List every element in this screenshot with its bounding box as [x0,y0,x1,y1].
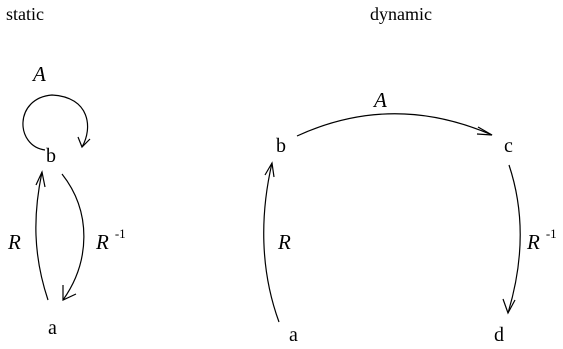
dynamic-edge-c-to-d-label-base: R [526,230,540,254]
static-edge-b-to-a-label: R -1 [95,226,126,254]
static-edge-a-to-b-label: R [7,230,21,254]
static-node-a: a [48,317,57,339]
static-edge-b-to-a-arrowhead [62,285,77,301]
dynamic-edge-b-to-c-label: A [372,88,387,112]
dynamic-edge-a-to-b [263,162,280,323]
dynamic-node-d: d [494,324,504,346]
dynamic-edge-c-to-d-arrowhead [502,298,516,315]
title-dynamic: dynamic [370,4,432,24]
dynamic-edge-a-to-b-label: R [277,230,291,254]
static-edge-b-to-a [61,173,85,301]
dynamic-edge-a-to-b-arrowhead [264,161,275,178]
dynamic-node-c: c [504,135,513,157]
static-loop-edge [22,94,89,151]
dynamic-edge-b-to-c-arrowhead [476,126,493,136]
static-edge-a-to-b [35,171,49,301]
dynamic-node-a: a [289,324,298,346]
static-loop-label: A [31,62,46,86]
dynamic-edge-c-to-d [507,164,521,314]
dynamic-edge-b-to-c [296,113,493,137]
static-edge-a-to-b-arrowhead [35,170,46,188]
dynamic-edge-c-to-d-label: R -1 [526,226,557,254]
dynamic-edge-c-to-d-label-sup: -1 [546,226,557,241]
static-edge-b-to-a-label-base: R [95,230,109,254]
static-edge-b-to-a-label-sup: -1 [115,226,126,241]
dynamic-node-b: b [276,135,286,157]
title-static: static [6,4,44,24]
static-node-b: b [46,145,56,167]
static-loop-arrowhead [77,136,91,149]
